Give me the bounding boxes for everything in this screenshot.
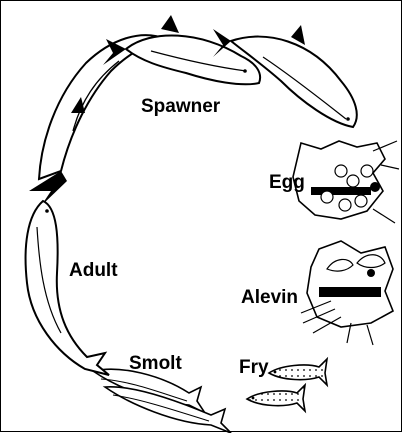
spawner-fish-swimming	[103, 15, 260, 84]
alevin-label: Alevin	[241, 288, 298, 307]
smolt-label: Smolt	[129, 354, 182, 373]
smolt-fish	[93, 369, 231, 433]
egg-gravel-cluster	[293, 141, 399, 223]
fry-label: Fry	[239, 358, 269, 377]
egg-label: Egg	[269, 173, 305, 192]
spawner-label: Spawner	[141, 97, 220, 116]
adult-fish	[26, 201, 109, 375]
alevin-gravel-cluster	[301, 241, 393, 345]
adult-label: Adult	[69, 261, 118, 280]
